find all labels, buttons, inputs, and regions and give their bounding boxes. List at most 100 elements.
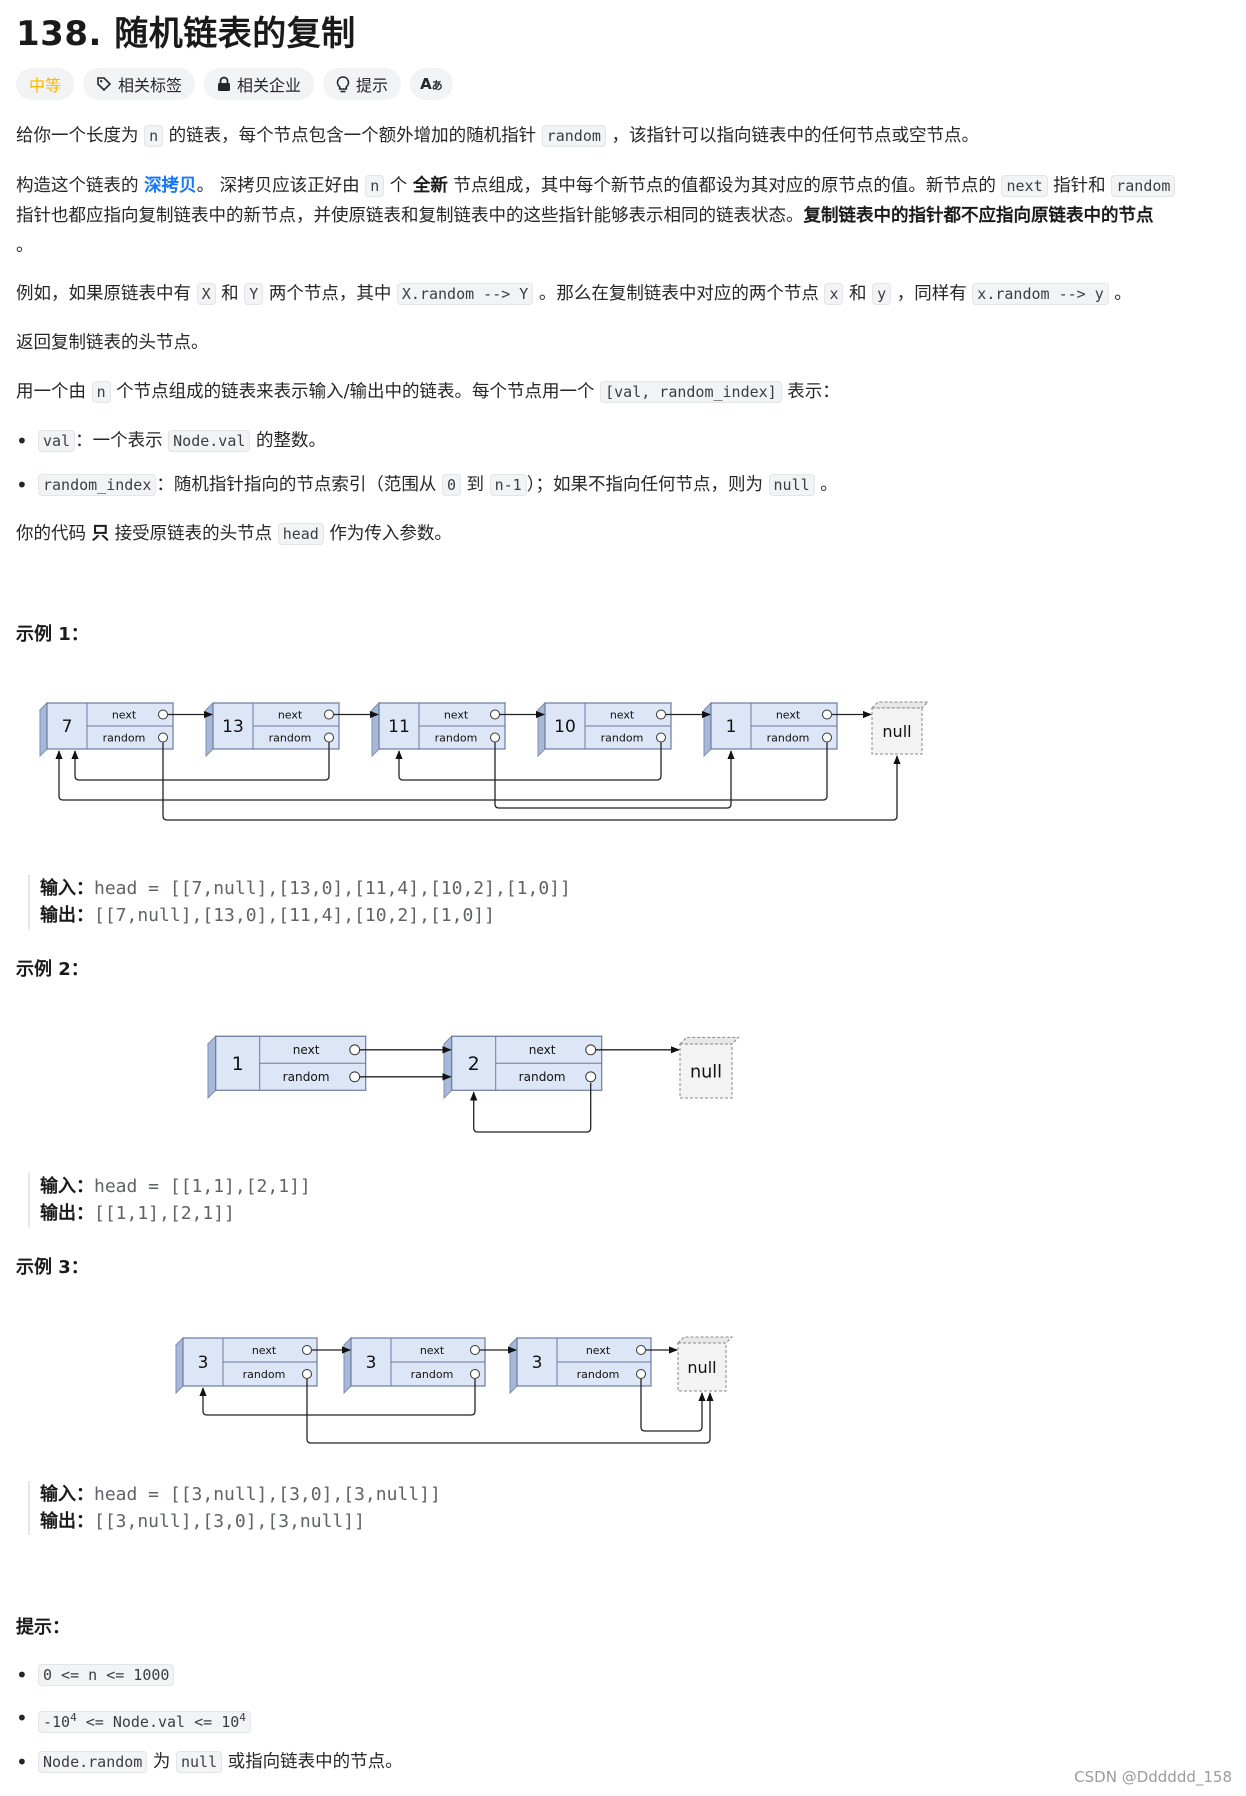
null-node: [871, 707, 923, 755]
null-top-face: [678, 1036, 740, 1045]
next-pointer-dot: [490, 709, 500, 720]
random-pointer-dot: [349, 1071, 361, 1083]
next-pointer-dot: [349, 1044, 361, 1056]
pointer-arrow: [470, 1082, 592, 1133]
example-1-heading: 示例 1：: [16, 624, 89, 645]
pointer-arrow: [199, 1379, 476, 1416]
random-label: random: [411, 1368, 454, 1381]
next-pointer-dot: [636, 1345, 646, 1355]
node-value: 1: [726, 717, 737, 737]
pointer-arrow: [395, 742, 662, 781]
random-pointer-dot: [158, 732, 168, 743]
random-pointer-dot: [636, 1369, 646, 1379]
list-item-random-index: random_index：随机指针指向的节点索引（范围从 0 到 n-1）；如果…: [16, 470, 838, 500]
node-value: 3: [366, 1353, 377, 1373]
node-value: 13: [222, 717, 244, 737]
random-label: random: [243, 1368, 286, 1381]
tag-bar: 中等 相关标签 相关企业 提示 Aあ: [16, 68, 453, 100]
random-label: random: [767, 732, 810, 745]
null-label: null: [687, 1358, 716, 1377]
random-pointer-dot: [656, 732, 666, 743]
deep-copy-link[interactable]: 深拷贝: [144, 176, 197, 196]
node-side-face: [39, 701, 48, 758]
lightbulb-icon: [336, 75, 350, 92]
node-side-face: [343, 1336, 352, 1395]
random-pointer-dot: [470, 1369, 480, 1379]
node-value: 2: [468, 1054, 480, 1075]
next-pointer-dot: [302, 1345, 312, 1355]
example-3-io: 输入：head = [[3,null],[3,0],[3,null]] 输出：[…: [28, 1481, 441, 1535]
node-side-face: [371, 701, 380, 758]
pointer-arrow: [71, 742, 330, 781]
constraint-item: Node.random 为 null 或指向链表中的节点。: [16, 1747, 403, 1777]
random-pointer-dot: [822, 732, 832, 743]
desc-paragraph-5: 用一个由 n 个节点组成的链表来表示输入/输出中的链表。每个节点用一个 [val…: [16, 381, 840, 403]
pointer-arrow: [306, 1379, 714, 1444]
translate-icon: Aあ: [420, 75, 443, 93]
random-label: random: [519, 1070, 566, 1084]
node-value: 3: [532, 1353, 543, 1373]
next-label: next: [420, 1344, 445, 1357]
related-tags-button[interactable]: 相关标签: [83, 68, 196, 100]
translate-button[interactable]: Aあ: [410, 68, 453, 100]
random-label: random: [269, 732, 312, 745]
random-label: random: [283, 1070, 330, 1084]
node-value: 7: [62, 717, 73, 737]
pointer-arrow: [640, 1379, 706, 1432]
random-pointer-dot: [302, 1369, 312, 1379]
desc-paragraph-1: 给你一个长度为 n 的链表，每个节点包含一个额外增加的随机指针 random ，…: [16, 125, 979, 147]
constraints-heading: 提示：: [16, 1617, 70, 1638]
lock-icon: [218, 76, 231, 91]
pointer-arrow: [162, 742, 901, 821]
next-pointer-dot: [470, 1345, 480, 1355]
related-companies-button[interactable]: 相关企业: [204, 68, 315, 100]
node-side-face: [175, 1336, 184, 1395]
random-label: random: [601, 732, 644, 745]
list-item-val: val：一个表示 Node.val 的整数。: [16, 426, 326, 456]
example-1-diagram: 7 next random 13 next random 11 next random 10 nex…: [38, 701, 930, 821]
next-pointer-dot: [158, 709, 168, 720]
next-label: next: [293, 1043, 320, 1057]
node-value: 3: [198, 1353, 209, 1373]
next-label: next: [252, 1344, 277, 1357]
pointer-arrow: [494, 742, 735, 809]
random-label: random: [435, 732, 478, 745]
example-3-diagram: 3 next random 3 next random 3 next random null: [174, 1336, 734, 1444]
next-label: next: [278, 709, 303, 722]
random-pointer-dot: [490, 732, 500, 743]
difficulty-badge: 中等: [16, 68, 75, 100]
node-value: 10: [554, 717, 576, 737]
hint-button[interactable]: 提示: [323, 68, 402, 100]
desc-paragraph-6: 你的代码 只 接受原链表的头节点 head 作为传入参数。: [16, 523, 452, 545]
next-label: next: [529, 1043, 556, 1057]
desc-paragraph-3: 例如，如果原链表中有 X 和 Y 两个节点，其中 X.random --> Y …: [16, 283, 1132, 305]
next-label: next: [586, 1344, 611, 1357]
random-label: random: [577, 1368, 620, 1381]
node-side-face: [443, 1035, 453, 1100]
null-node: [677, 1342, 727, 1392]
node-value: 11: [388, 717, 410, 737]
next-pointer-dot: [656, 709, 666, 720]
example-3-heading: 示例 3：: [16, 1257, 89, 1278]
desc-paragraph-4: 返回复制链表的头节点。: [16, 333, 209, 353]
null-node: [679, 1043, 733, 1099]
constraint-item: 0 <= n <= 1000: [16, 1660, 175, 1690]
next-label: next: [610, 709, 635, 722]
next-label: next: [776, 709, 801, 722]
example-2-io: 输入：head = [[1,1],[2,1]] 输出：[[1,1],[2,1]]: [28, 1173, 311, 1227]
next-label: next: [444, 709, 469, 722]
next-label: next: [112, 709, 137, 722]
random-label: random: [103, 732, 146, 745]
null-top-face: [870, 701, 930, 709]
problem-title: 138. 随机链表的复制: [16, 14, 356, 54]
next-pointer-dot: [324, 709, 334, 720]
tag-icon: [97, 77, 112, 92]
example-1-io: 输入：head = [[7,null],[13,0],[11,4],[10,2]…: [28, 875, 571, 929]
watermark: CSDN @Dddddd_158: [1074, 1768, 1232, 1786]
node-side-face: [509, 1336, 518, 1395]
desc-paragraph-2: 构造这个链表的 深拷贝。 深拷贝应该正好由 n 个 全新 节点组成，其中每个新节…: [16, 171, 1231, 261]
node-value: 1: [232, 1054, 244, 1075]
node-side-face: [703, 701, 712, 758]
